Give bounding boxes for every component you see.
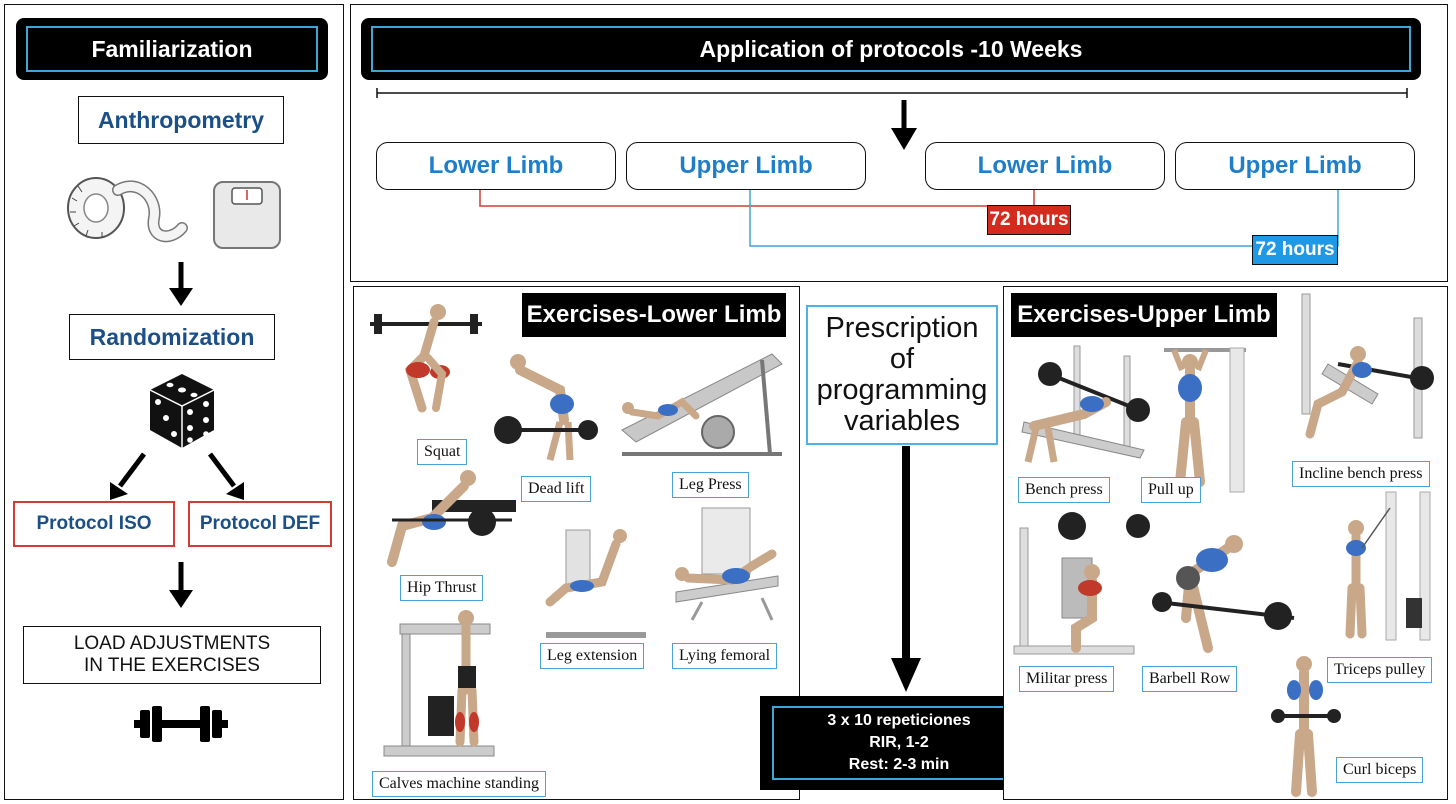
red-connector-line bbox=[479, 190, 1035, 207]
lyingfemoral-illustration bbox=[675, 507, 779, 621]
application-title: Application of protocols -10 Weeks bbox=[371, 26, 1411, 72]
inclinebench-illustration bbox=[1301, 293, 1434, 439]
protocol-iso-box: Protocol ISO bbox=[13, 501, 175, 547]
randomization-box: Randomization bbox=[69, 314, 275, 360]
calves-illustration bbox=[383, 610, 495, 757]
label-squat: Squat bbox=[417, 439, 468, 465]
prescription-values-box: 3 x 10 repeticiones RIR, 1-2 Rest: 2-3 m… bbox=[760, 696, 1038, 790]
protocol-def-box: Protocol DEF bbox=[188, 501, 332, 547]
squat-illustration bbox=[370, 304, 482, 413]
limb-box-lower-1: Lower Limb bbox=[376, 142, 616, 190]
legpress-illustration bbox=[621, 353, 783, 456]
arrow-down-icon bbox=[169, 262, 193, 306]
arrow-down-long-icon bbox=[891, 446, 921, 692]
randomization-label: Randomization bbox=[89, 323, 255, 350]
legextension-illustration bbox=[545, 529, 646, 638]
blue-connector-line bbox=[749, 190, 1339, 247]
limb-box-upper-1: Upper Limb bbox=[626, 142, 866, 190]
militarpress-illustration bbox=[1013, 512, 1150, 655]
arrow-diag-left-icon bbox=[110, 452, 146, 500]
label-benchpress: Bench press bbox=[1018, 477, 1110, 503]
dice-icon bbox=[149, 374, 215, 448]
limb-label: Upper Limb bbox=[679, 152, 813, 179]
load-adjustments-box: LOAD ADJUSTMENTS IN THE EXERCISES bbox=[23, 626, 321, 684]
pullup-illustration bbox=[1164, 347, 1246, 493]
label-lyingfemoral: Lying femoral bbox=[672, 643, 778, 669]
label-calves: Calves machine standing bbox=[372, 771, 546, 797]
scale-icon bbox=[213, 181, 281, 249]
rx-sets-reps: 3 x 10 repeticiones bbox=[827, 712, 971, 729]
red-72h-tag: 72 hours bbox=[987, 205, 1071, 235]
arrow-diag-right-icon bbox=[208, 452, 244, 500]
benchpress-illustration bbox=[1021, 345, 1150, 463]
label-hipthrust: Hip Thrust bbox=[400, 575, 484, 601]
arrow-down-icon bbox=[891, 100, 917, 150]
timeline-line bbox=[376, 88, 1408, 98]
label-barbellrow: Barbell Row bbox=[1142, 666, 1238, 692]
label-inclinebench: Incline bench press bbox=[1292, 461, 1430, 487]
hipthrust-illustration bbox=[387, 470, 516, 567]
barbellrow-illustration bbox=[1152, 535, 1295, 653]
application-banner: Application of protocols -10 Weeks bbox=[361, 18, 1421, 80]
lower-limb-header: Exercises-Lower Limb bbox=[522, 293, 786, 337]
limb-box-lower-2: Lower Limb bbox=[925, 142, 1165, 190]
label-militarpress: Militar press bbox=[1019, 666, 1115, 692]
arrow-down-icon bbox=[169, 562, 193, 608]
label-legpress: Leg Press bbox=[672, 472, 749, 498]
tag-label: 72 hours bbox=[1255, 239, 1335, 260]
label-legextension: Leg extension bbox=[540, 643, 645, 669]
limb-box-upper-2: Upper Limb bbox=[1175, 142, 1415, 190]
rx-rest: Rest: 2-3 min bbox=[848, 756, 950, 773]
rx-rir: RIR, 1-2 bbox=[869, 734, 929, 751]
prescription-line-1: Prescription bbox=[825, 312, 979, 344]
blue-72h-tag: 72 hours bbox=[1252, 235, 1338, 265]
limb-label: Lower Limb bbox=[977, 152, 1113, 179]
familiarization-banner: Familiarization bbox=[16, 18, 328, 80]
tricepspulley-illustration bbox=[1345, 491, 1431, 641]
protocol-def-label: Protocol DEF bbox=[199, 513, 321, 534]
dumbbell-icon bbox=[134, 706, 228, 742]
deadlift-illustration bbox=[494, 354, 598, 461]
prescription-line-3: programming bbox=[816, 374, 988, 406]
label-pullup: Pull up bbox=[1141, 477, 1201, 503]
upper-limb-header: Exercises-Upper Limb bbox=[1011, 293, 1277, 337]
limb-label: Lower Limb bbox=[428, 152, 564, 179]
familiarization-title: Familiarization bbox=[26, 26, 318, 72]
anthropometry-box: Anthropometry bbox=[78, 96, 284, 144]
curlbiceps-illustration bbox=[1271, 656, 1341, 797]
prescription-line-4: variables bbox=[843, 405, 961, 437]
label-deadlift: Dead lift bbox=[521, 476, 592, 502]
prescription-line-2: of bbox=[889, 343, 915, 375]
limb-label: Upper Limb bbox=[1228, 152, 1362, 179]
tag-label: 72 hours bbox=[989, 209, 1069, 230]
measuring-tape-icon bbox=[67, 177, 188, 243]
prescription-box: Prescription of programming variables bbox=[806, 305, 998, 445]
label-tricepspulley: Triceps pulley bbox=[1327, 657, 1433, 683]
protocol-iso-label: Protocol ISO bbox=[36, 513, 152, 534]
label-curlbiceps: Curl biceps bbox=[1336, 757, 1424, 783]
load-line-1: LOAD ADJUSTMENTS bbox=[73, 633, 271, 654]
load-line-2: IN THE EXERCISES bbox=[84, 655, 260, 676]
anthropometry-label: Anthropometry bbox=[97, 106, 265, 133]
